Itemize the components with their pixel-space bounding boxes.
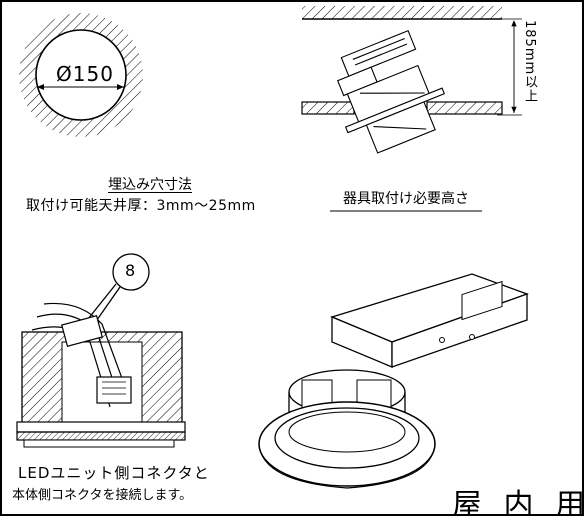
callout-circle <box>112 253 150 291</box>
cutout-hole-figure <box>19 13 143 137</box>
callout-number: 8 <box>125 261 136 280</box>
fixture-perspective-figure <box>258 273 529 489</box>
installation-height-figure <box>301 6 522 212</box>
cutout-title: 埋込み穴寸法 <box>108 177 192 193</box>
connector-detail-figure <box>16 253 186 448</box>
diameter-label: Ø150 <box>56 62 114 86</box>
height-figure-title: 器具取付け必要高さ <box>343 191 469 207</box>
indoor-use-label: 屋 内 用 <box>452 488 584 516</box>
connector-note-line2: 本体側コネクタを接続します。 <box>12 488 193 503</box>
cutout-circle <box>35 29 127 121</box>
height-dimension-label: 185mm以上 <box>522 20 537 104</box>
connector-note-line1: LEDユニット側コネクタと <box>18 464 210 482</box>
ceiling-thickness-note: 取付け可能天井厚：3mm～25mm <box>26 198 256 214</box>
